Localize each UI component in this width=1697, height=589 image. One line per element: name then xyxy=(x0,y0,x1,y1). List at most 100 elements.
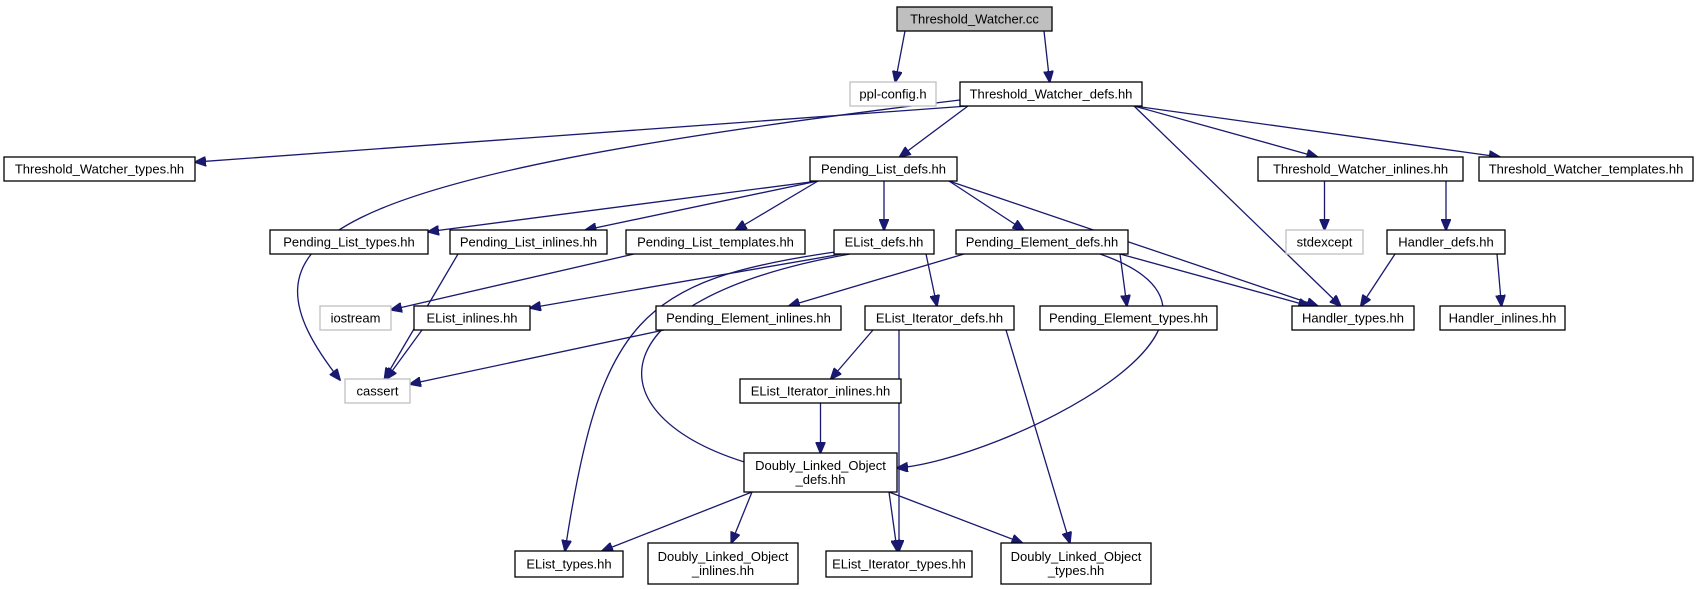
node-eltypes[interactable]: EList_types.hh xyxy=(514,550,624,578)
node-elinl[interactable]: EList_inlines.hh xyxy=(413,305,531,331)
node-box xyxy=(743,452,898,493)
node-box xyxy=(413,305,531,331)
node-label: Doubly_Linked_Object xyxy=(1011,549,1142,564)
node-eldefs[interactable]: EList_defs.hh xyxy=(833,229,935,255)
node-label: EList_Iterator_defs.hh xyxy=(876,311,1003,326)
node-twdefs[interactable]: Threshold_Watcher_defs.hh xyxy=(959,81,1143,107)
edge-twdefs-to-htypes xyxy=(1133,105,1341,306)
node-label: Pending_Element_defs.hh xyxy=(966,235,1119,250)
node-pltypes[interactable]: Pending_List_types.hh xyxy=(269,229,429,255)
node-elitdefs[interactable]: EList_Iterator_defs.hh xyxy=(864,305,1015,331)
edge-eldefs-to-dlodefs xyxy=(641,253,851,466)
node-pplcfg: ppl-config.h xyxy=(849,81,937,107)
node-box xyxy=(269,229,429,255)
node-label: Threshold_Watcher_inlines.hh xyxy=(1273,162,1448,177)
node-box xyxy=(1039,305,1218,331)
edge-elinl-to-cassert xyxy=(386,329,423,379)
node-box xyxy=(809,156,958,182)
edge-hdefs-to-hinl xyxy=(1497,253,1501,306)
node-label: EList_Iterator_inlines.hh xyxy=(751,384,890,399)
node-peinl[interactable]: Pending_Element_inlines.hh xyxy=(655,305,842,331)
edge-peinl-to-cassert xyxy=(410,329,665,384)
node-label: stdexcept xyxy=(1297,235,1353,250)
node-dlodefs[interactable]: Doubly_Linked_Object_defs.hh xyxy=(743,452,898,493)
edge-dlodefs-to-dlotypes xyxy=(888,491,1022,543)
node-label: ppl-config.h xyxy=(859,87,926,102)
node-label: Threshold_Watcher_templates.hh xyxy=(1489,162,1684,177)
node-box xyxy=(3,156,196,182)
node-iostream: iostream xyxy=(319,305,392,331)
node-box xyxy=(896,6,1053,32)
edge-twdefs-to-twtypes xyxy=(195,105,969,162)
node-box xyxy=(625,229,806,255)
node-box xyxy=(1439,305,1566,331)
edge-elitdefs-to-dlotypes xyxy=(1005,329,1070,543)
edge-pldefs-to-plinl xyxy=(585,180,819,230)
edge-eldefs-to-elitdefs xyxy=(925,253,937,306)
edge-eldefs-to-elinl xyxy=(530,253,843,308)
node-box xyxy=(833,229,935,255)
node-twtmpl[interactable]: Threshold_Watcher_templates.hh xyxy=(1478,156,1694,182)
node-htypes[interactable]: Handler_types.hh xyxy=(1291,305,1415,331)
node-label: Pending_List_defs.hh xyxy=(821,162,946,177)
node-petypes[interactable]: Pending_Element_types.hh xyxy=(1039,305,1218,331)
node-dloinl[interactable]: Doubly_Linked_Object_inlines.hh xyxy=(647,542,799,585)
edge-pldefs-to-pedefs xyxy=(948,180,1024,230)
node-label: Pending_Element_types.hh xyxy=(1049,311,1208,326)
node-label: Pending_List_inlines.hh xyxy=(460,235,597,250)
edge-pedefs-to-htypes xyxy=(1119,253,1309,306)
node-box xyxy=(647,542,799,585)
node-label: Threshold_Watcher.cc xyxy=(910,12,1039,27)
node-box xyxy=(1000,542,1152,585)
node-label: Threshold_Watcher_types.hh xyxy=(15,162,184,177)
node-label: EList_types.hh xyxy=(526,557,611,572)
edge-hdefs-to-htypes xyxy=(1361,253,1396,306)
edge-layer xyxy=(195,30,1501,551)
node-twtypes[interactable]: Threshold_Watcher_types.hh xyxy=(3,156,196,182)
edge-pltmpl-to-iostream xyxy=(391,253,635,310)
edge-pldefs-to-htypes xyxy=(948,180,1318,306)
node-box xyxy=(955,229,1129,255)
node-hinl[interactable]: Handler_inlines.hh xyxy=(1439,305,1566,331)
node-box xyxy=(1285,229,1364,255)
node-box xyxy=(344,378,411,404)
node-box xyxy=(864,305,1015,331)
node-twcc[interactable]: Threshold_Watcher.cc xyxy=(896,6,1053,32)
node-label: Handler_inlines.hh xyxy=(1449,311,1557,326)
node-box xyxy=(655,305,842,331)
node-pedefs[interactable]: Pending_Element_defs.hh xyxy=(955,229,1129,255)
node-box xyxy=(449,229,608,255)
node-twinl[interactable]: Threshold_Watcher_inlines.hh xyxy=(1257,156,1464,182)
node-label: iostream xyxy=(331,311,381,326)
edge-twdefs-to-cassert xyxy=(297,99,961,380)
node-elittypes[interactable]: EList_Iterator_types.hh xyxy=(825,550,973,578)
node-label: _types.hh xyxy=(1047,563,1104,578)
node-label: EList_defs.hh xyxy=(845,235,924,250)
node-box xyxy=(825,550,973,578)
node-label: Doubly_Linked_Object xyxy=(755,458,886,473)
node-cassert: cassert xyxy=(344,378,411,404)
edge-dlodefs-to-eltypes xyxy=(602,491,753,551)
node-box xyxy=(959,81,1143,107)
node-label: Pending_List_templates.hh xyxy=(637,235,794,250)
node-label: Handler_types.hh xyxy=(1302,311,1404,326)
node-box xyxy=(1291,305,1415,331)
node-plinl[interactable]: Pending_List_inlines.hh xyxy=(449,229,608,255)
node-pltmpl[interactable]: Pending_List_templates.hh xyxy=(625,229,806,255)
edge-pldefs-to-pltmpl xyxy=(736,180,819,230)
edge-twdefs-to-twinl xyxy=(1133,105,1317,157)
node-dlotypes[interactable]: Doubly_Linked_Object_types.hh xyxy=(1000,542,1152,585)
node-hdefs[interactable]: Handler_defs.hh xyxy=(1386,229,1506,255)
node-pldefs[interactable]: Pending_List_defs.hh xyxy=(809,156,958,182)
node-box xyxy=(849,81,937,107)
node-elitinl[interactable]: EList_Iterator_inlines.hh xyxy=(739,378,902,404)
node-label: Pending_Element_inlines.hh xyxy=(666,311,831,326)
edge-pldefs-to-pltypes xyxy=(428,180,819,232)
edge-dlodefs-to-dloinl xyxy=(731,491,753,543)
edge-eldefs-to-eltypes xyxy=(565,251,836,551)
edge-twdefs-to-twtmpl xyxy=(1133,105,1500,157)
node-label: Doubly_Linked_Object xyxy=(658,549,789,564)
node-label: EList_Iterator_types.hh xyxy=(832,557,966,572)
